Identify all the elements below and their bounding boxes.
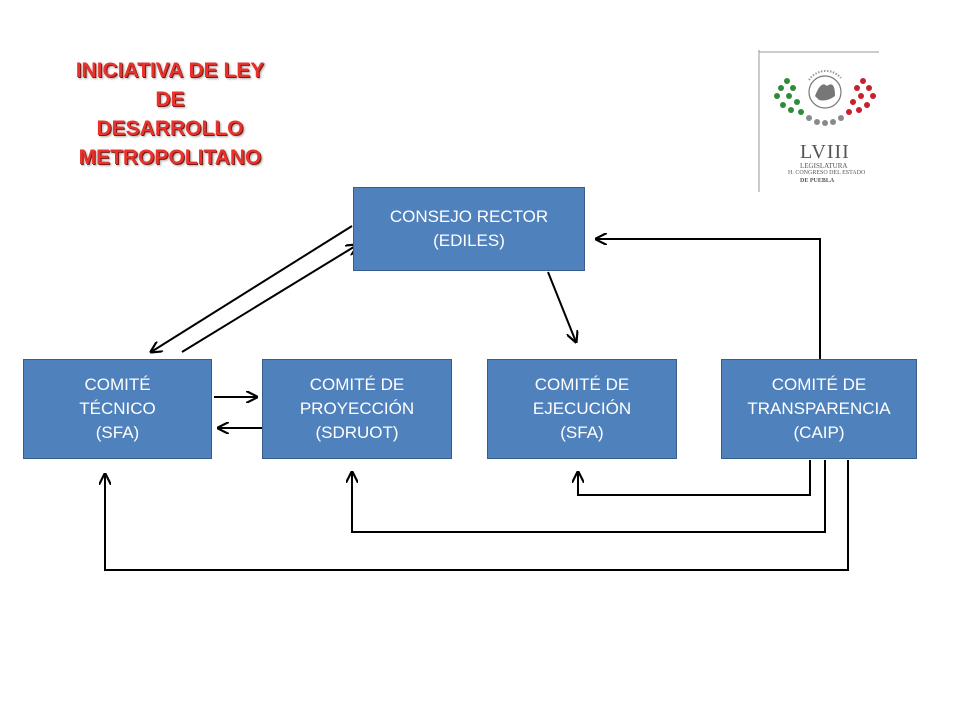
arrow-transparencia-to-ejecucion: [578, 460, 811, 496]
logo-line-2: H. CONGRESO DEL ESTADO: [788, 170, 866, 176]
congress-seal-icon: [758, 50, 879, 192]
logo-line-3: DE PUEBLA: [800, 178, 835, 184]
node-comite-tecnico: COMITÉ TÉCNICO (SFA): [23, 359, 212, 459]
arrow-transparencia-to-proyeccion: [352, 460, 826, 533]
node-label: (SFA): [560, 423, 604, 442]
arrow-transparencia-to-tecnico: [105, 460, 849, 571]
arrow-consejo-to-tecnico: [151, 225, 353, 352]
title-line-4: METROPOLITANO: [78, 146, 262, 169]
node-label: COMITÉ DE: [309, 375, 405, 394]
node-consejo-rector: CONSEJO RECTOR (EDILES): [353, 187, 585, 271]
node-label: (SFA): [95, 423, 140, 442]
title-line-3: DESARROLLO: [96, 117, 244, 140]
node-label: EJECUCIÓN: [532, 399, 632, 418]
title-line-1: INICIATIVA DE LEY: [75, 59, 265, 82]
node-comite-proyeccion: COMITÉ DE PROYECCIÓN (SDRUOT): [262, 359, 452, 459]
arrow-tecnico-to-consejo: [181, 245, 357, 353]
node-label: (EDILES): [433, 231, 505, 250]
node-label: COMITÉ DE: [534, 375, 630, 394]
logo-line-1: LEGISLATURA: [800, 162, 848, 170]
title-line-2: DE: [155, 88, 185, 111]
node-comite-ejecucion: COMITÉ DE EJECUCIÓN (SFA): [487, 359, 677, 459]
node-label: PROYECCIÓN: [299, 399, 415, 418]
node-label: (SDRUOT): [315, 423, 399, 442]
node-label: TÉCNICO: [79, 399, 156, 418]
node-label: COMITÉ DE: [771, 375, 867, 394]
arrow-transparencia-to-consejo: [596, 239, 821, 360]
page-title: INICIATIVA DE LEY DE DESARROLLO METROPOL…: [40, 56, 300, 172]
node-comite-transparencia: COMITÉ DE TRANSPARENCIA (CAIP): [721, 359, 917, 459]
node-label: CONSEJO RECTOR: [389, 207, 549, 226]
logo-legislature: LVIII: [800, 141, 850, 163]
arrow-consejo-to-ejecucion: [547, 271, 576, 342]
node-label: (CAIP): [793, 423, 845, 442]
node-label: COMITÉ: [84, 375, 151, 394]
node-label: TRANSPARENCIA: [747, 399, 891, 418]
